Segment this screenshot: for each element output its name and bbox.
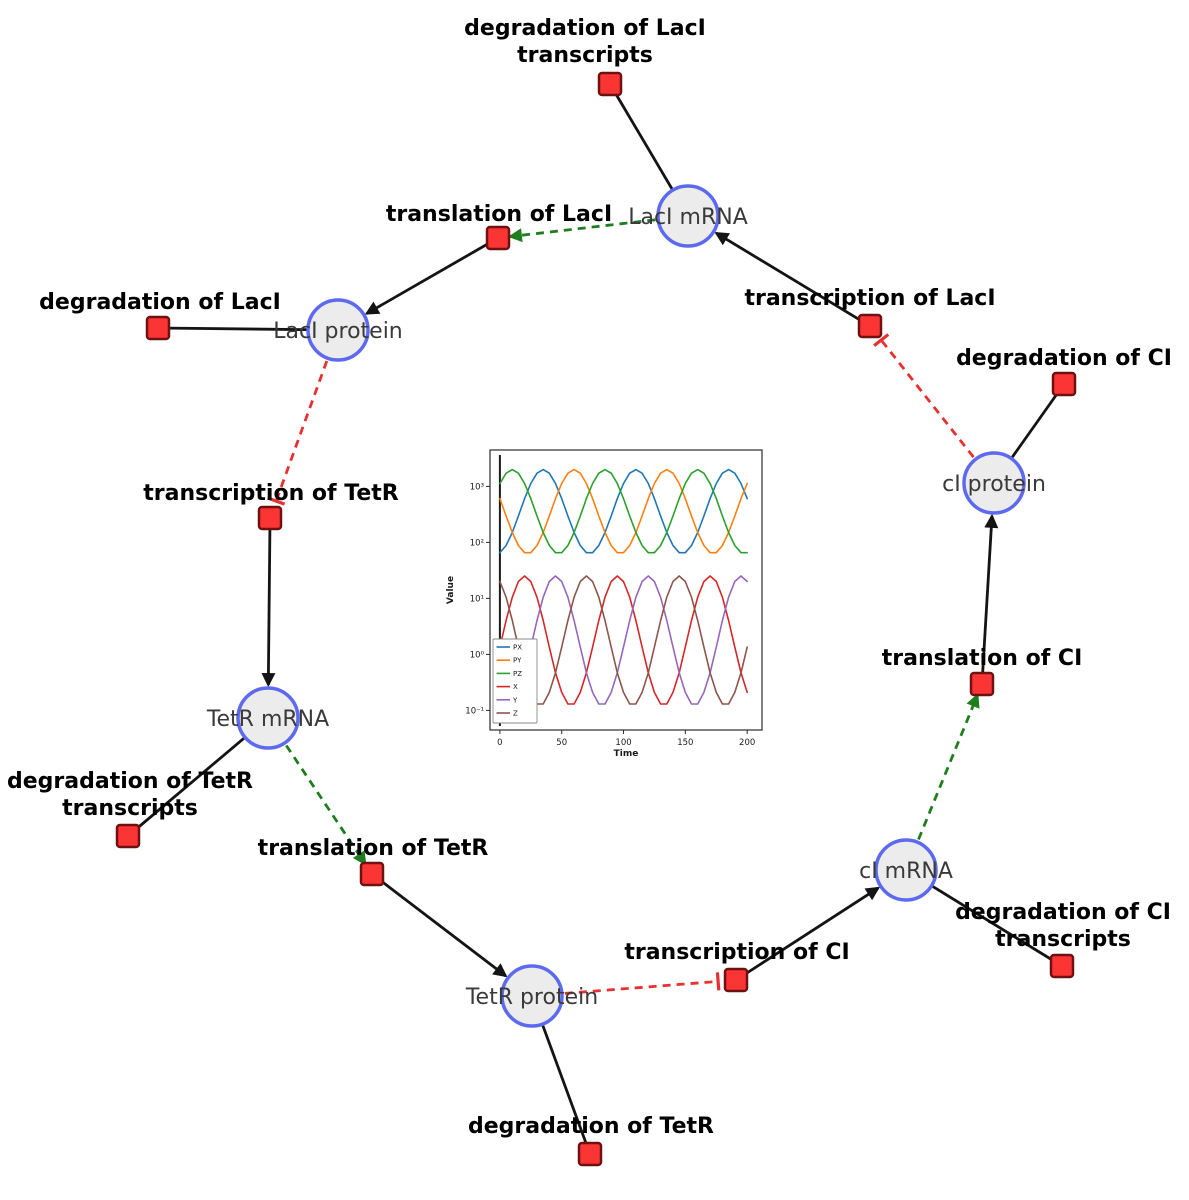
x-tick-label: 50: [556, 738, 567, 748]
edge-inhibition: [564, 980, 719, 995]
reaction-node-degradation-of-ci-transcripts: [1049, 953, 1075, 979]
reaction-node-translation-of-tetr: [359, 861, 385, 887]
series-curve-PY: [499, 468, 749, 554]
species-label-laci-protein: LacI protein: [273, 319, 403, 344]
reaction-label-degradation-of-laci: degradation of LacI: [39, 290, 281, 315]
edge-production: [981, 513, 999, 673]
reaction-node-degradation-of-laci-transcripts: [597, 71, 623, 97]
legend-label-X: X: [513, 683, 518, 691]
species-node-tetr-mrna: [236, 686, 300, 750]
species-label-tetr-protein: TetR protein: [465, 985, 598, 1010]
species-node-laci-mrna: [656, 184, 720, 248]
inhibition-tee-icon: [873, 333, 890, 347]
reaction-node-degradation-of-ci: [1051, 371, 1077, 397]
x-tick-label: 150: [677, 738, 693, 748]
reaction-label-translation-of-tetr: translation of TetR: [258, 836, 489, 861]
legend-label-PX: PX: [513, 644, 522, 652]
y-tick-label: 10³: [470, 482, 484, 492]
edge-catalysis: [285, 744, 367, 866]
series-curve-X: [499, 575, 749, 705]
x-tick-label: 200: [739, 738, 755, 748]
reaction-node-transcription-of-laci: [857, 313, 883, 339]
edge-production: [745, 886, 881, 975]
species-node-laci-protein: [306, 298, 370, 362]
reaction-label-transcription-of-ci: transcription of CI: [624, 940, 849, 965]
series-curve-Z: [499, 575, 749, 705]
reaction-label-degradation-of-ci-transcripts: transcripts: [995, 927, 1131, 952]
legend-label-Z: Z: [513, 710, 518, 718]
y-tick-label: 10²: [470, 538, 484, 548]
edge-production: [380, 880, 508, 978]
species-label-tetr-mrna: TetR mRNA: [206, 707, 329, 732]
y-tick-label: 10¹: [470, 594, 484, 604]
edge-catalysis: [507, 218, 656, 243]
reaction-node-transcription-of-tetr: [257, 505, 283, 531]
legend-label-PZ: PZ: [513, 670, 522, 678]
reaction-label-degradation-of-tetr-transcripts: transcripts: [62, 796, 198, 821]
species-label-ci-protein: cI protein: [942, 472, 1046, 497]
edge-catalysis: [917, 693, 980, 841]
y-tick-label: 10⁻¹: [465, 706, 484, 716]
reaction-label-degradation-of-tetr: degradation of TetR: [468, 1114, 714, 1139]
reaction-node-degradation-of-tetr: [577, 1141, 603, 1167]
reaction-label-degradation-of-ci: degradation of CI: [956, 346, 1172, 371]
reaction-label-transcription-of-tetr: transcription of TetR: [143, 481, 399, 506]
reaction-label-degradation-of-ci-transcripts: degradation of CI: [955, 900, 1171, 925]
reaction-node-degradation-of-laci: [145, 315, 171, 341]
species-node-ci-protein: [962, 451, 1026, 515]
reaction-label-degradation-of-laci-transcripts: transcripts: [517, 43, 653, 68]
species-label-ci-mrna: cI mRNA: [859, 859, 953, 884]
legend-label-Y: Y: [512, 696, 518, 704]
plot-border: [489, 449, 763, 731]
edge-production: [261, 529, 276, 688]
reaction-label-translation-of-laci: translation of LacI: [386, 202, 612, 227]
y-axis-label: Value: [446, 576, 456, 604]
edge-production: [714, 231, 861, 321]
reaction-label-degradation-of-tetr-transcripts: degradation of TetR: [7, 769, 253, 794]
species-label-laci-mrna: LacI mRNA: [628, 205, 748, 230]
reaction-node-transcription-of-ci: [723, 967, 749, 993]
reaction-node-translation-of-laci: [485, 225, 511, 251]
edge-production: [364, 242, 489, 315]
series-curve-Y: [499, 575, 749, 705]
reaction-label-degradation-of-laci-transcripts: degradation of LacI: [464, 16, 706, 41]
reaction-label-translation-of-ci: translation of CI: [882, 646, 1083, 671]
y-tick-label: 10⁰: [470, 650, 485, 660]
species-node-ci-mrna: [874, 838, 938, 902]
reaction-node-degradation-of-tetr-transcripts: [115, 823, 141, 849]
inhibition-tee-icon: [267, 496, 286, 506]
edge-inhibition: [880, 339, 975, 458]
legend-label-PY: PY: [513, 657, 522, 665]
edge-inhibition: [274, 360, 329, 502]
x-axis-label: Time: [614, 749, 639, 758]
inhibition-tee-icon: [715, 972, 721, 991]
x-tick-label: 100: [615, 738, 631, 748]
reaction-node-translation-of-ci: [969, 671, 995, 697]
x-tick-label: 0: [497, 738, 502, 748]
reaction-label-transcription-of-laci: transcription of LacI: [744, 286, 995, 311]
series-curve-PZ: [499, 468, 749, 554]
series-curve-PX: [499, 468, 749, 554]
species-node-tetr-protein: [500, 964, 564, 1028]
